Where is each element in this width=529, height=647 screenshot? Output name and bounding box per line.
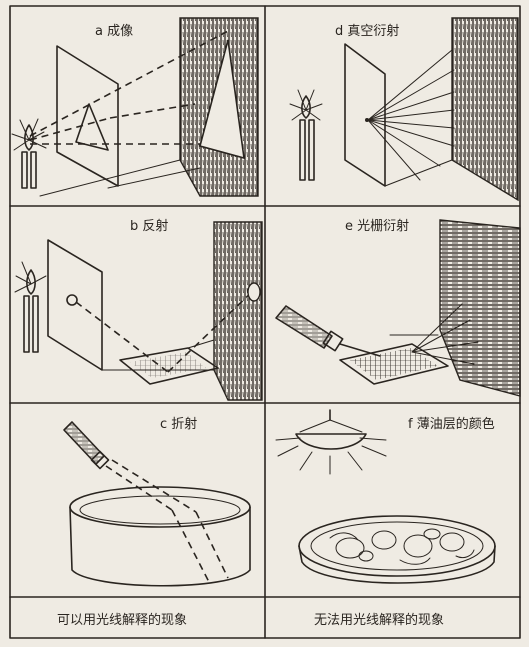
lamp-f [275, 409, 387, 475]
candle-a [11, 118, 47, 189]
candle-b [14, 261, 47, 353]
candle-d [289, 89, 323, 181]
panel-e-label: e 光栅衍射 [345, 218, 409, 234]
panel-d-label: d 真空衍射 [335, 23, 399, 39]
caption-left: 可以用光线解释的现象 [57, 612, 187, 628]
panel-a-label: a 成像 [95, 24, 133, 39]
panel-e: e 光栅衍射 [275, 218, 521, 397]
panel-a: a 成像 [11, 17, 259, 197]
panel-b-label: b 反射 [130, 218, 168, 234]
panel-c: c 折射 [63, 416, 251, 587]
panel-b: b 反射 [14, 218, 263, 401]
panel-f-label: f 薄油层的颜色 [408, 416, 495, 432]
flashlight-e [275, 305, 344, 352]
flashlight-c [63, 421, 110, 470]
caption-right: 无法用光线解释的现象 [314, 612, 444, 628]
panel-c-label: c 折射 [160, 416, 197, 432]
panel-f: f 薄油层的颜色 [275, 409, 496, 584]
panel-d: d 真空衍射 [289, 17, 519, 202]
